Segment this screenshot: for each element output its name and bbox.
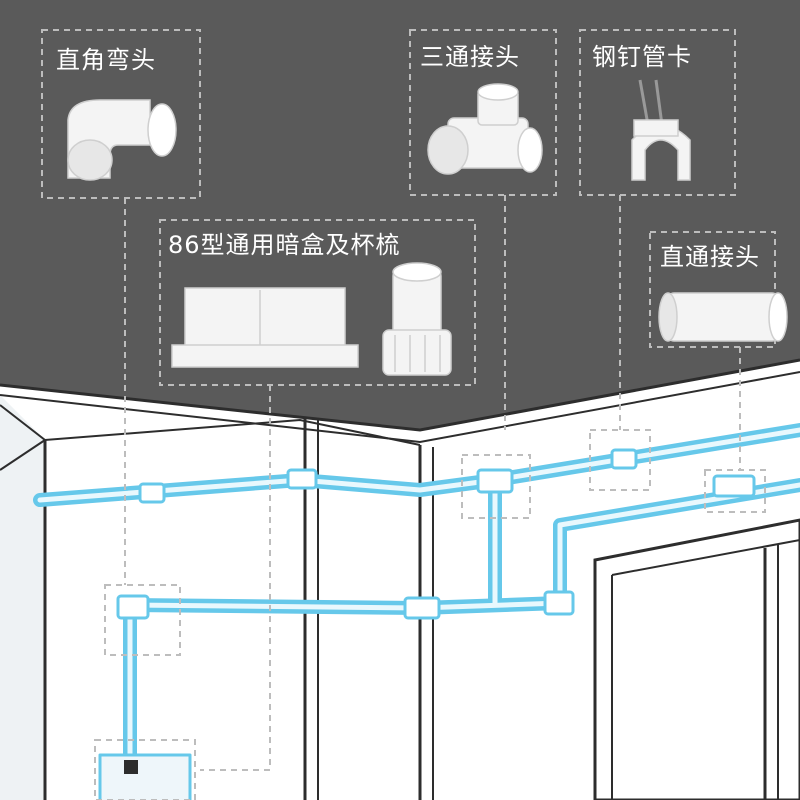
wall-box-comb-label: 86型通用暗盒及杯梳	[168, 231, 401, 259]
tee-label: 三通接头	[420, 43, 520, 71]
elbow-label: 直角弯头	[56, 46, 156, 74]
callout-frames	[41, 29, 776, 800]
coupling-fitting-icon	[658, 292, 788, 342]
wall-box-icon	[171, 287, 359, 368]
nail-clip-label: 钢钉管卡	[592, 43, 692, 71]
conduit-pipes	[33, 423, 800, 800]
elbow-fitting-icon	[67, 99, 177, 181]
coupling-label: 直通接头	[660, 243, 760, 271]
comb-bushing-icon	[382, 262, 452, 376]
nail-clip-icon	[631, 79, 691, 181]
tee-fitting-icon	[427, 83, 543, 175]
